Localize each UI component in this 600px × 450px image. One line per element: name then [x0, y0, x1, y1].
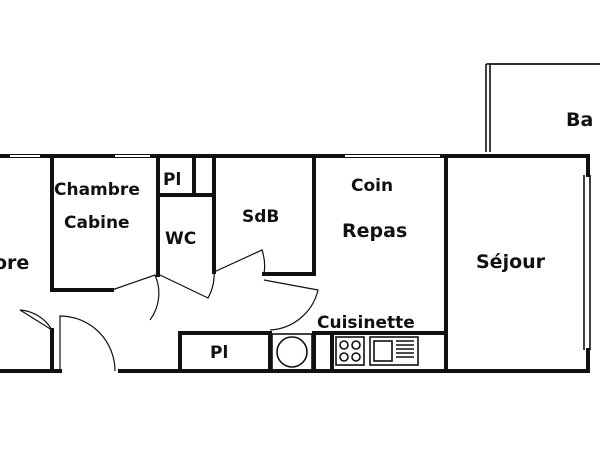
sdb-label: SdB	[242, 207, 279, 227]
door-swings	[19, 249, 319, 372]
placard-top-label: Pl	[163, 170, 181, 190]
placard-bottom-label: Pl	[210, 343, 228, 363]
coin-repas-label-1: Coin	[351, 176, 393, 196]
coin-repas-label-2: Repas	[342, 220, 407, 242]
washer-icon	[276, 336, 308, 368]
kitchen-fixtures	[271, 333, 419, 371]
sejour-label: Séjour	[476, 251, 546, 273]
chambre-cabine-label-1: Chambre	[54, 180, 140, 200]
wc-label: WC	[165, 229, 196, 249]
cooktop-icon	[335, 336, 365, 366]
balcony-outline	[485, 63, 600, 152]
chambre-label: ore	[0, 252, 29, 274]
chambre-cabine-label-2: Cabine	[64, 213, 130, 233]
interior-walls	[50, 154, 448, 373]
cuisinette-label: Cuisinette	[317, 313, 415, 333]
balcon-label: Ba	[566, 109, 593, 131]
sink-icon	[369, 336, 419, 366]
